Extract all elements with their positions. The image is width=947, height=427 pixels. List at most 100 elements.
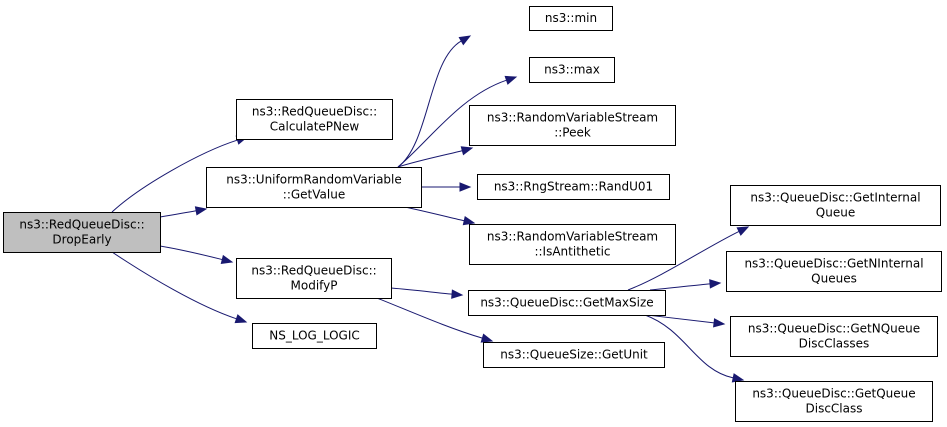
- edge-line: [397, 40, 462, 168]
- node-label-line: ::GetValue: [283, 188, 345, 202]
- node-label-line: ns3::RngStream::RandU01: [494, 180, 653, 194]
- node-label-line: ns3::max: [544, 63, 600, 77]
- node-box: [3, 212, 161, 253]
- node-box: [483, 342, 665, 368]
- node-label-line: NS_LOG_LOGIC: [269, 329, 360, 343]
- edge-line: [649, 283, 711, 291]
- edge-get_max_size-to-get_n_internal_queues: [649, 279, 722, 291]
- arrowhead: [731, 373, 745, 383]
- node-max[interactable]: ns3::max: [529, 57, 615, 83]
- node-label-line: ns3::QueueDisc::GetNQueue: [748, 322, 920, 336]
- node-label-line: Queues: [811, 272, 857, 286]
- node-box: [477, 174, 670, 200]
- node-ns-log-logic[interactable]: NS_LOG_LOGIC: [252, 323, 377, 349]
- edge-line: [397, 150, 463, 168]
- edge-get_max_size-to-get_queue_disc_class: [644, 314, 745, 383]
- edge-drop_early-to-uniform_getvalue: [159, 206, 208, 218]
- edge-drop_early-to-modify_p: [159, 245, 234, 265]
- node-box: [726, 251, 942, 292]
- node-box: [529, 57, 615, 83]
- edge-modify_p-to-get_max_size: [390, 287, 464, 299]
- node-label-line: ns3::QueueSize::GetUnit: [500, 348, 648, 362]
- nodes-layer: ns3::RedQueueDisc::DropEarlyns3::RedQueu…: [3, 6, 942, 422]
- node-box: [206, 167, 422, 208]
- edge-uniform_getvalue-to-min: [397, 35, 472, 168]
- node-label-line: ns3::QueueDisc::GetInternal: [750, 191, 920, 205]
- arrowhead: [451, 289, 464, 299]
- node-label-line: DiscClasses: [799, 337, 870, 351]
- node-get-unit[interactable]: ns3::QueueSize::GetUnit: [483, 342, 665, 368]
- node-label-line: ns3::QueueDisc::GetQueue: [752, 387, 915, 401]
- node-box: [730, 316, 938, 357]
- node-label-line: ns3::min: [545, 11, 597, 25]
- node-label-line: ModifyP: [291, 279, 338, 293]
- node-box: [735, 381, 933, 422]
- node-box: [469, 224, 676, 265]
- node-label-line: Queue: [816, 206, 855, 220]
- node-box: [730, 185, 941, 226]
- node-label-line: CalculatePNew: [270, 120, 360, 134]
- node-randu01[interactable]: ns3::RngStream::RandU01: [477, 174, 670, 200]
- arrowhead: [220, 254, 234, 265]
- node-label-line: ns3::RandomVariableStream: [487, 230, 658, 244]
- node-box: [468, 290, 666, 316]
- node-drop-early[interactable]: ns3::RedQueueDisc::DropEarly: [3, 212, 161, 253]
- node-label-line: ::IsAntithetic: [534, 245, 610, 259]
- edge-line: [111, 139, 238, 213]
- edge-line: [159, 210, 197, 218]
- arrowhead: [460, 146, 474, 156]
- edge-line: [627, 230, 740, 291]
- edge-line: [646, 314, 715, 324]
- node-box: [252, 323, 377, 349]
- arrowhead: [194, 206, 208, 216]
- arrowhead: [458, 35, 472, 46]
- node-label-line: DropEarly: [52, 233, 111, 247]
- node-label-line: ns3::QueueDisc::GetMaxSize: [480, 296, 653, 310]
- node-label-line: ns3::UniformRandomVariable: [226, 173, 402, 187]
- edge-line: [404, 206, 465, 222]
- node-label-line: ns3::RandomVariableStream: [487, 111, 658, 125]
- edge-uniform_getvalue-to-is_antithetic: [404, 206, 476, 226]
- arrowhead: [480, 333, 494, 343]
- arrowhead: [736, 226, 750, 236]
- node-box: [236, 99, 393, 140]
- arrowhead: [713, 318, 726, 328]
- node-uniform-getvalue[interactable]: ns3::UniformRandomVariable::GetValue: [206, 167, 422, 208]
- edge-drop_early-to-ns_log_logic: [111, 251, 248, 324]
- node-box: [236, 258, 392, 299]
- node-label-line: ns3::RedQueueDisc::: [252, 105, 377, 119]
- edge-line: [397, 79, 507, 168]
- edge-modify_p-to-get_unit: [376, 297, 494, 343]
- node-is-antithetic[interactable]: ns3::RandomVariableStream::IsAntithetic: [469, 224, 676, 265]
- edge-line: [111, 251, 237, 320]
- node-get-max-size[interactable]: ns3::QueueDisc::GetMaxSize: [468, 290, 666, 316]
- node-min[interactable]: ns3::min: [529, 6, 613, 31]
- edge-get_max_size-to-get_internal_queue: [627, 226, 750, 291]
- edge-uniform_getvalue-to-randu01: [420, 182, 472, 192]
- edge-line: [644, 314, 734, 379]
- node-label-line: ns3::RedQueueDisc::: [251, 264, 376, 278]
- node-box: [529, 6, 613, 31]
- arrowhead: [462, 216, 476, 226]
- edge-uniform_getvalue-to-max: [397, 75, 518, 168]
- edge-uniform_getvalue-to-peek: [397, 146, 474, 168]
- node-box: [469, 105, 676, 146]
- node-label-line: DiscClass: [806, 402, 863, 416]
- edge-line: [390, 287, 453, 295]
- edge-line: [159, 245, 223, 261]
- node-modify-p[interactable]: ns3::RedQueueDisc::ModifyP: [236, 258, 392, 299]
- edge-line: [376, 297, 483, 339]
- arrowhead: [709, 279, 722, 289]
- arrowhead: [459, 182, 472, 192]
- node-label-line: ::Peek: [554, 126, 591, 140]
- node-calculate-pnew[interactable]: ns3::RedQueueDisc::CalculatePNew: [236, 99, 393, 140]
- node-label-line: ns3::QueueDisc::GetNInternal: [744, 257, 923, 271]
- node-label-line: ns3::RedQueueDisc::: [19, 218, 144, 232]
- arrowhead: [234, 314, 248, 324]
- node-peek[interactable]: ns3::RandomVariableStream::Peek: [469, 105, 676, 146]
